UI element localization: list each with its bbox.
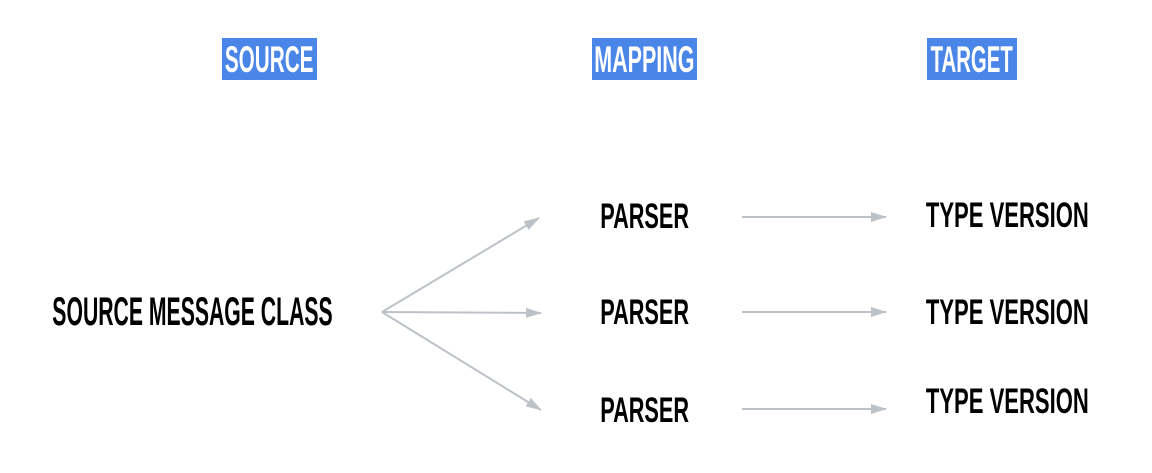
parser-node-3: PARSER — [597, 390, 693, 430]
type-version-node-2: TYPE VERSION — [925, 292, 1089, 332]
parser-node-1-label: PARSER — [600, 196, 690, 236]
parser-node-1: PARSER — [597, 196, 693, 236]
column-header-mapping: MAPPING — [592, 38, 697, 80]
type-version-node-2-label: TYPE VERSION — [925, 292, 1089, 332]
column-header-source-label: SOURCE — [225, 38, 314, 80]
fan-arrow-top-icon — [381, 217, 540, 313]
fan-arrow-middle-icon — [381, 307, 542, 318]
column-header-target: TARGET — [927, 38, 1017, 80]
type-version-node-3: TYPE VERSION — [925, 381, 1089, 421]
type-version-node-1: TYPE VERSION — [925, 195, 1089, 235]
source-message-class-label: SOURCE MESSAGE CLASS — [52, 290, 333, 334]
type-version-node-3-label: TYPE VERSION — [925, 381, 1089, 421]
parser-node-2: PARSER — [597, 292, 693, 332]
type-version-node-1-label: TYPE VERSION — [925, 195, 1089, 235]
source-message-class-node: SOURCE MESSAGE CLASS — [27, 290, 358, 334]
column-header-source: SOURCE — [222, 38, 317, 80]
parser-node-2-label: PARSER — [600, 292, 690, 332]
column-header-target-label: TARGET — [930, 38, 1014, 80]
column-header-mapping-label: MAPPING — [594, 38, 695, 80]
fan-arrow-bottom-icon — [381, 311, 542, 411]
parser-node-3-label: PARSER — [600, 390, 690, 430]
